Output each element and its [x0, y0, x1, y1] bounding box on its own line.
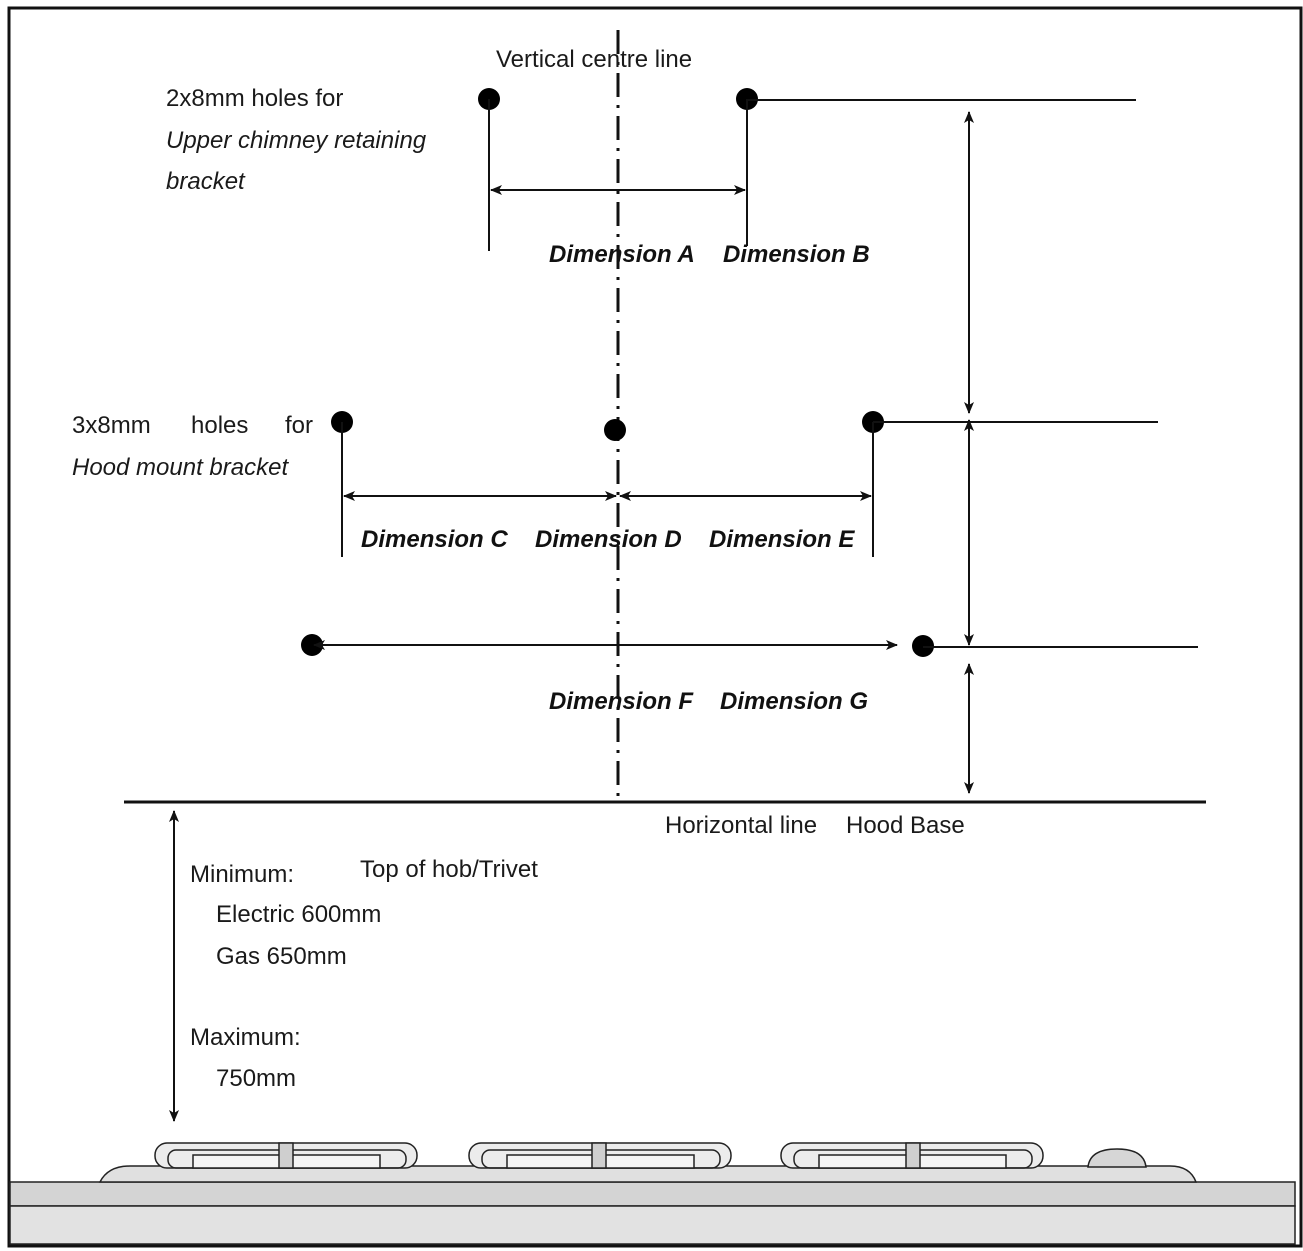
hob-worktop [9, 1181, 1296, 1207]
hood-base-label: Hood Base [846, 812, 965, 839]
electric-min-label: Electric 600mm [216, 901, 381, 928]
dimension-g-label: Dimension G [720, 688, 868, 715]
maximum-label: Maximum: [190, 1024, 301, 1051]
trivet-middle [468, 1142, 732, 1169]
dimension-d-label: Dimension D [535, 526, 682, 553]
mount-hole-centre [604, 419, 626, 441]
dimension-b-label: Dimension B [723, 241, 870, 268]
trivet-left [154, 1142, 418, 1169]
horizontal-line-label: Horizontal line [665, 812, 817, 839]
control-knob-icon [1087, 1148, 1147, 1168]
vertical-centre-line-label: Vertical centre line [496, 46, 692, 73]
hob-base [9, 1205, 1296, 1245]
maximum-value-label: 750mm [216, 1065, 296, 1092]
diagram-frame [7, 6, 1303, 1248]
lower-hole-left [301, 634, 323, 656]
top-of-hob-label: Top of hob/Trivet [360, 856, 538, 883]
gas-min-label: Gas 650mm [216, 943, 347, 970]
mount-holes-label-line2: Hood mount bracket [72, 454, 289, 481]
upper-holes-label-line2: Upper chimney retaining [166, 127, 427, 154]
dimension-e-label: Dimension E [709, 526, 855, 553]
hob-top-plate [98, 1165, 1198, 1183]
mount-holes-label-line1-a: 3x8mm [72, 412, 151, 439]
hob-illustration [9, 1142, 1296, 1245]
dimension-f-label: Dimension F [549, 688, 694, 715]
upper-holes-label-line1: 2x8mm holes for [166, 85, 343, 112]
dimension-c-label: Dimension C [361, 526, 508, 553]
trivet-right [780, 1142, 1044, 1169]
upper-holes-label-line3: bracket [166, 168, 246, 195]
mount-holes-label-line1-b: holes [191, 412, 248, 439]
dimension-a-label: Dimension A [549, 241, 695, 268]
mount-holes-label-line1-c: for [285, 412, 313, 439]
minimum-label: Minimum: [190, 861, 294, 888]
